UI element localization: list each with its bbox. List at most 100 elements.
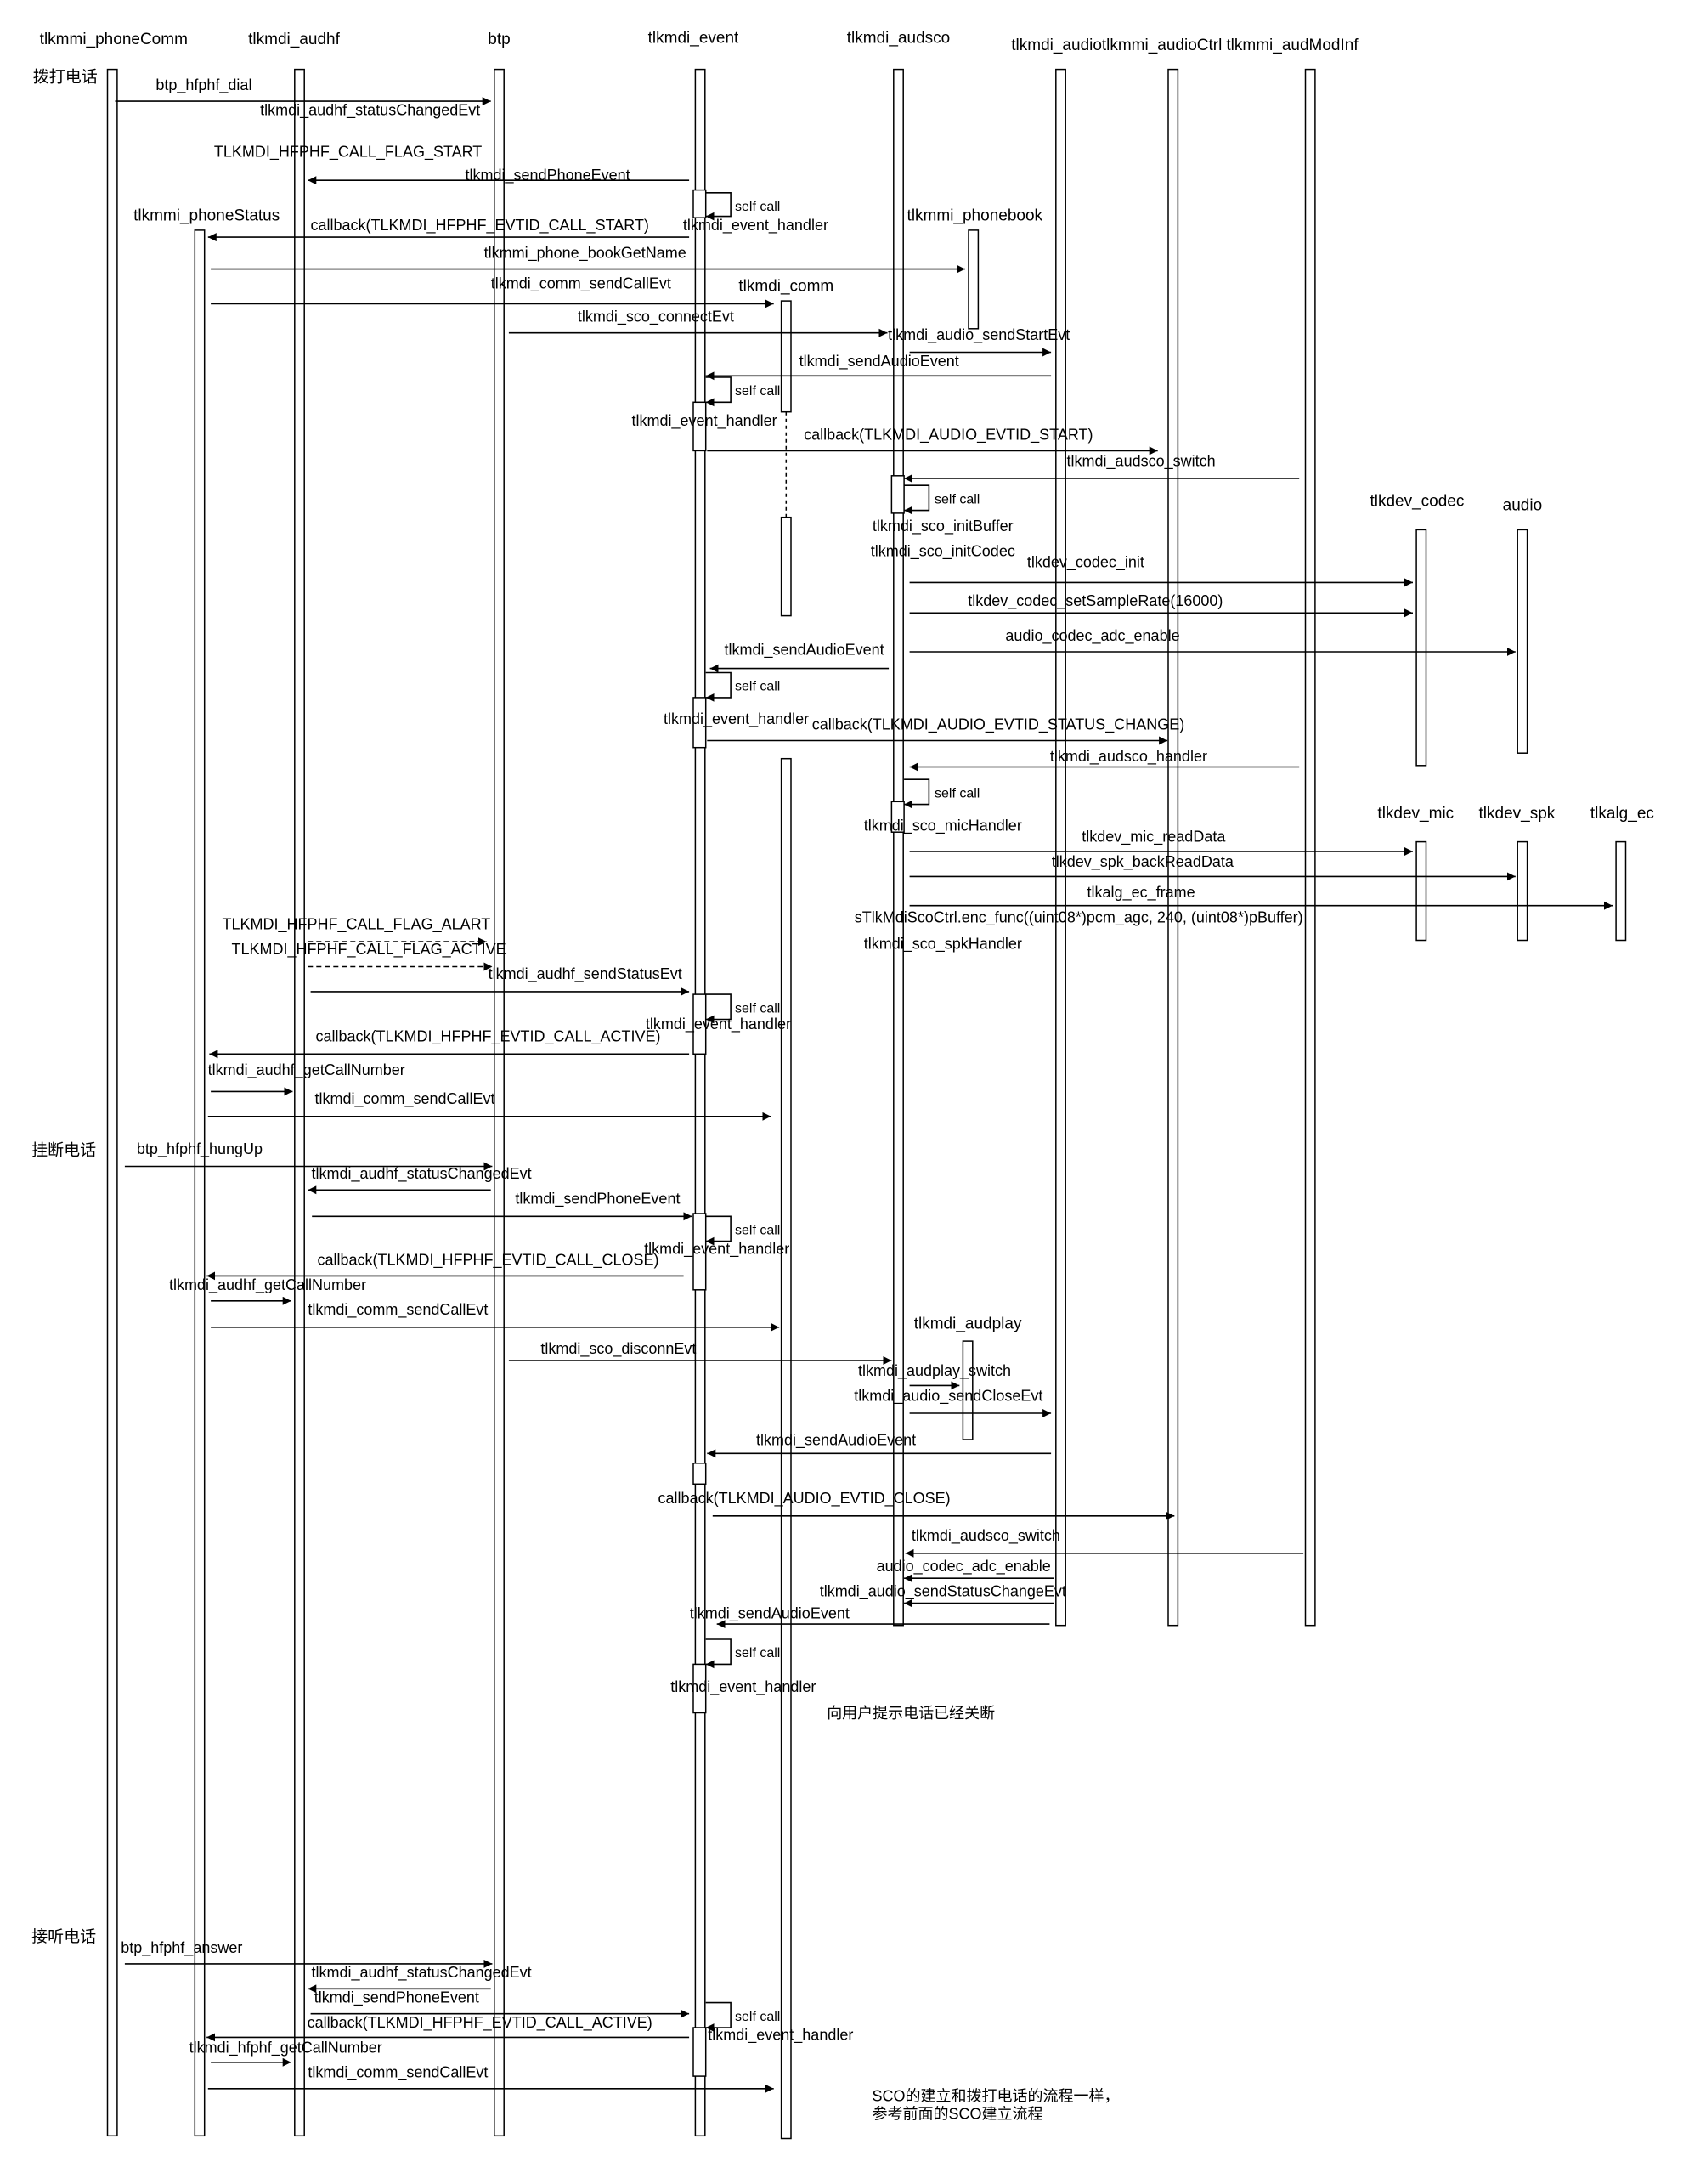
lifeline-audModInf (1304, 68, 1316, 1627)
comm-activation-1 (780, 757, 792, 2140)
message-label-22: tlkmdi_audsco_handler (1050, 748, 1207, 766)
message-label-4: tlkmdi_event_handler (683, 217, 828, 235)
message-label-26: tlkalg_ec_frame (1087, 884, 1195, 902)
message-label-62: 参考前面的SCO建立流程 (873, 2106, 1043, 2123)
self-call-loop-0 (705, 192, 732, 221)
event-activation-7 (692, 2027, 707, 2077)
self-call-loop-6 (705, 1215, 732, 1246)
lifeline-phonebook (968, 229, 980, 330)
lifeline-audioDev (1517, 529, 1528, 754)
message-label-29: TLKMDI_HFPHF_CALL_FLAG_ALART (223, 915, 491, 933)
section-label-0: 拨打电话 (33, 67, 98, 86)
event-activation-1 (692, 401, 707, 452)
self-call-loop-4 (904, 778, 930, 809)
lifeline-label-audsco: tlkmdi_audsco (847, 30, 950, 48)
event-activation-3 (692, 993, 707, 1055)
message-label-57: callback(TLKMDI_HFPHF_EVTID_CALL_ACTIVE) (308, 2014, 652, 2032)
message-label-30: TLKMDI_HFPHF_CALL_FLAG_ACTIVE (232, 941, 506, 959)
message-label-10: tlkmdi_sendAudioEvent (799, 353, 959, 371)
message-label-12: callback(TLKMDI_AUDIO_EVTID_START) (804, 426, 1093, 444)
self-call-loop-3 (705, 671, 732, 702)
message-label-14: tlkmdi_sco_initBuffer (873, 518, 1014, 535)
message-label-39: tlkmdi_event_handler (644, 1240, 789, 1258)
self-call-loop-2 (904, 484, 930, 515)
section-label-2: 接听电话 (31, 1927, 96, 1946)
message-label-0: btp_hfphf_dial (155, 76, 251, 94)
lifeline-label-audioCtrl: tlkmmi_audioCtrl (1102, 37, 1222, 54)
message-label-42: tlkmdi_comm_sendCallEvt (308, 1301, 488, 1319)
message-label-60: tlkmdi_comm_sendCallEvt (308, 2064, 488, 2082)
lifeline-label-ec: tlkalg_ec (1590, 805, 1654, 823)
message-label-51: tlkmdi_sendAudioEvent (690, 1605, 850, 1623)
lifeline-label-event: tlkmdi_event (648, 30, 739, 48)
message-label-34: tlkmdi_audhf_getCallNumber (208, 1061, 405, 1079)
message-label-11: tlkmdi_event_handler (632, 412, 777, 430)
event-activation-2 (692, 697, 707, 749)
message-label-3: tlkmdi_sendPhoneEvent (466, 167, 630, 184)
message-label-16: tlkdev_codec_init (1027, 554, 1144, 572)
self-call-loop-5 (705, 993, 732, 1024)
lifeline-label-phoneStatus: tlkmmi_phoneStatus (133, 207, 280, 225)
message-label-55: tlkmdi_audhf_statusChangedEvt (312, 1964, 532, 1982)
message-label-46: tlkmdi_sendAudioEvent (756, 1432, 916, 1450)
message-label-53: 向用户提示电话已经关断 (827, 1705, 995, 1722)
message-label-28: tlkmdi_sco_spkHandler (864, 935, 1022, 953)
message-label-45: tlkmdi_audio_sendCloseEvt (854, 1387, 1042, 1405)
lifeline-phoneComm (106, 68, 118, 2137)
message-label-56: tlkmdi_sendPhoneEvent (314, 1989, 479, 2007)
self-call-loop-7 (705, 1638, 732, 1669)
lifeline-audio (1055, 68, 1066, 1627)
lifeline-comm (780, 300, 792, 413)
message-label-8: tlkmdi_sco_connectEvt (578, 308, 734, 326)
lifeline-label-audhf: tlkmdi_audhf (248, 31, 340, 48)
lifeline-audioCtrl (1167, 68, 1179, 1627)
message-label-43: tlkmdi_sco_disconnEvt (540, 1340, 696, 1358)
message-label-47: callback(TLKMDI_AUDIO_EVTID_CLOSE) (658, 1490, 951, 1508)
event-activation-4 (692, 1213, 707, 1291)
message-label-41: tlkmdi_audhf_getCallNumber (169, 1276, 366, 1294)
message-label-19: tlkmdi_sendAudioEvent (725, 641, 884, 659)
message-label-54: btp_hfphf_answer (121, 1939, 242, 1957)
section-label-1: 挂断电话 (31, 1141, 96, 1160)
message-label-52: tlkmdi_event_handler (670, 1678, 816, 1696)
lifeline-btp (494, 68, 505, 2137)
message-label-40: callback(TLKMDI_HFPHF_EVTID_CALL_CLOSE) (317, 1251, 658, 1269)
lifeline-audhf (294, 68, 305, 2137)
self-call-label-4: self call (935, 786, 980, 801)
message-label-27: sTlkMdiScoCtrl.enc_func((uint08*)pcm_agc… (855, 908, 1303, 926)
self-call-label-8: self call (735, 2010, 780, 2024)
lifeline-label-spk: tlkdev_spk (1479, 805, 1556, 823)
message-label-13: tlkmdi_audsco_switch (1067, 452, 1216, 470)
lifeline-label-codec: tlkdev_codec (1370, 493, 1464, 511)
message-label-6: tlkmmi_phone_bookGetName (484, 245, 686, 263)
message-label-15: tlkmdi_sco_initCodec (871, 542, 1015, 560)
message-label-38: tlkmdi_sendPhoneEvent (515, 1191, 680, 1208)
event-activation-0 (692, 189, 707, 218)
message-label-37: tlkmdi_audhf_statusChangedEvt (312, 1165, 532, 1183)
lifeline-spk (1517, 840, 1528, 942)
message-label-2: TLKMDI_HFPHF_CALL_FLAG_START (214, 143, 482, 161)
self-call-label-2: self call (935, 492, 980, 506)
message-label-48: tlkmdi_audsco_switch (912, 1527, 1060, 1545)
message-label-31: tlkmdi_audhf_sendStatusEvt (489, 965, 682, 983)
message-label-58: tlkmdi_event_handler (708, 2027, 853, 2045)
self-call-label-6: self call (735, 1224, 780, 1238)
lifeline-label-btp: btp (488, 31, 510, 48)
lifeline-label-audioDev: audio (1503, 497, 1543, 515)
lifeline-label-phonebook: tlkmmi_phonebook (907, 207, 1043, 225)
message-label-20: tlkmdi_event_handler (664, 710, 809, 728)
message-label-7: tlkmdi_comm_sendCallEvt (491, 275, 671, 293)
audsco-activation-0 (890, 475, 905, 514)
message-label-21: callback(TLKMDI_AUDIO_EVTID_STATUS_CHANG… (812, 716, 1184, 733)
message-label-36: btp_hfphf_hungUp (137, 1140, 263, 1158)
message-label-23: tlkmdi_sco_micHandler (864, 818, 1022, 835)
comm-activation-0 (780, 516, 792, 617)
message-label-33: callback(TLKMDI_HFPHF_EVTID_CALL_ACTIVE) (315, 1028, 660, 1046)
self-call-label-0: self call (735, 200, 780, 214)
message-label-24: tlkdev_mic_readData (1082, 829, 1226, 846)
message-label-32: tlkmdi_event_handler (646, 1016, 791, 1033)
lifeline-audplay (962, 1340, 974, 1440)
lifeline-phoneStatus (194, 229, 206, 2137)
self-call-label-1: self call (735, 384, 780, 399)
